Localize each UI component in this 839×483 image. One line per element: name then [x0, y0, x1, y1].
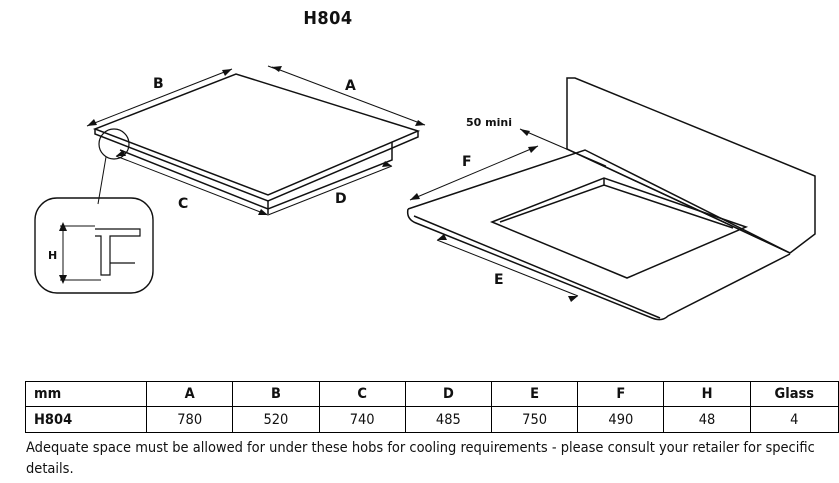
label-h: H: [48, 249, 57, 262]
header-cell-h: H: [663, 381, 751, 407]
hob-unit-drawing: [34, 65, 426, 294]
hob-dimension-drawing: B A C D H 50 mini F E: [34, 65, 816, 321]
row-model: H804: [24, 406, 148, 433]
label-50-mini: 50 mini: [466, 116, 512, 129]
hob-glass-top: [92, 73, 421, 196]
label-b: B: [153, 76, 164, 92]
worktop-cutout-drawing: [406, 77, 816, 321]
label-e: E: [494, 272, 504, 288]
label-c: C: [178, 196, 188, 212]
dim-line-f: [409, 145, 539, 201]
header-cell-b: B: [232, 381, 320, 407]
cooling-note: Adequate space must be allowed for under…: [26, 440, 815, 477]
header-cell-c: C: [318, 381, 406, 407]
dim-line-c: [115, 155, 269, 216]
table-header-row: mm A B C D E F H Glass: [24, 381, 839, 407]
dimensions-table: mm A B C D E F H Glass H804 780 520 740 …: [24, 381, 839, 433]
value-a: 780: [146, 406, 234, 433]
header-cell-e: E: [490, 381, 579, 407]
label-d: D: [335, 191, 347, 207]
header-cell-f: F: [577, 381, 665, 407]
value-b: 520: [232, 406, 320, 433]
value-e: 750: [490, 406, 579, 433]
dim-line-a: [271, 66, 426, 126]
header-cell-mm: mm: [24, 381, 148, 407]
dim-line-e: [436, 239, 579, 297]
cutout-opening: [489, 177, 749, 279]
dim-line-50: [519, 128, 607, 167]
value-c: 740: [318, 406, 406, 433]
header-cell-a: A: [146, 381, 234, 407]
value-d: 485: [404, 406, 493, 433]
header-cell-glass: Glass: [749, 381, 839, 407]
detail-circle: [98, 128, 130, 160]
header-cell-d: D: [404, 381, 493, 407]
label-a: A: [345, 78, 356, 94]
value-h: 48: [663, 406, 751, 433]
dim-line-b: [86, 68, 233, 127]
value-f: 490: [577, 406, 665, 433]
model-title: H804: [303, 8, 353, 29]
dim-line-d: [267, 165, 393, 216]
value-glass: 4: [749, 406, 839, 433]
label-f: F: [462, 154, 472, 170]
table-row: H804 780 520 740 485 750 490 48 4: [24, 406, 839, 433]
detail-box: [34, 197, 154, 294]
